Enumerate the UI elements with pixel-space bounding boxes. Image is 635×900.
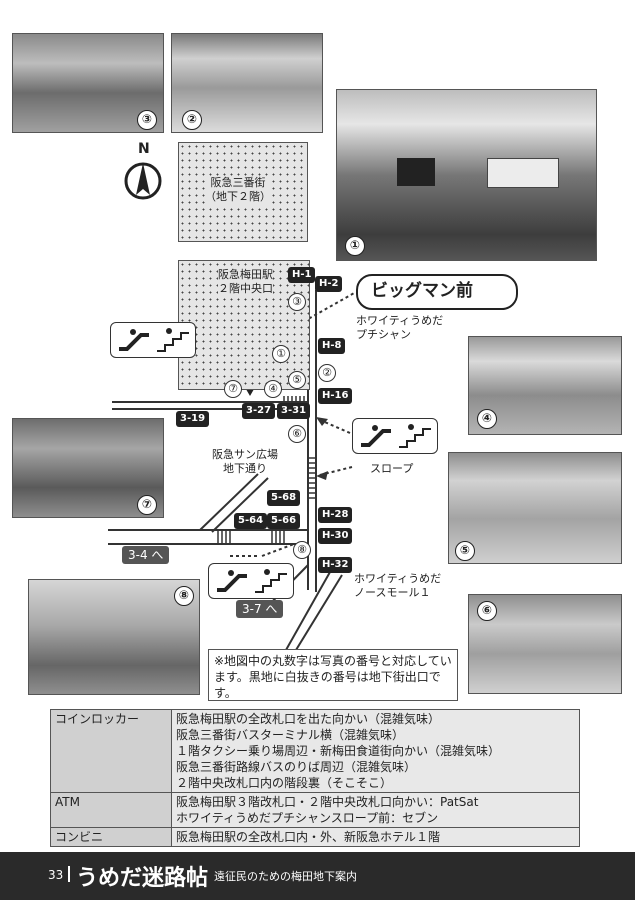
whity-north-label: ホワイティうめだ ノースモール１ bbox=[354, 572, 442, 599]
map-note: ※地図中の丸数字は写真の番号と対応しています。黒地に白抜きの番号は地下街出口です… bbox=[208, 649, 458, 701]
exit-label: H-16 bbox=[318, 388, 353, 404]
table-key: ATM bbox=[50, 792, 172, 828]
footer-subtitle: 遠征民のための梅田地下案内 bbox=[214, 870, 357, 883]
page-footer: 33 うめだ迷路帖 遠征民のための梅田地下案内 bbox=[0, 852, 635, 900]
exit-label: 5-66 bbox=[267, 513, 301, 529]
photo-4: ④ bbox=[468, 336, 622, 435]
hankyu-sanbangai-label: 阪急三番街 （地下２階） bbox=[205, 176, 271, 204]
exit-label: 3-19 bbox=[176, 411, 210, 427]
map-circle-number: ④ bbox=[264, 380, 282, 398]
table-line: 阪急梅田駅３階改札口・２階中央改札口向かい：PatSat bbox=[176, 795, 479, 809]
exit-label: H-2 bbox=[315, 276, 343, 292]
whity-petit-label: ホワイティうめだ プチシャン bbox=[356, 314, 444, 341]
map-circle-number: ⑦ bbox=[224, 380, 242, 398]
exit-label: H-32 bbox=[318, 557, 353, 573]
exit-label: H-8 bbox=[318, 338, 346, 354]
escalator-stairs-icon bbox=[110, 322, 196, 358]
photo-number: ⑦ bbox=[137, 495, 157, 515]
table-line: 阪急三番街バスターミナル横（混雑気味） bbox=[176, 728, 405, 742]
photo-7: ⑦ bbox=[12, 418, 164, 518]
photo-8: ⑧ bbox=[28, 579, 200, 695]
photo-2: ② bbox=[171, 33, 323, 133]
footer-title: うめだ迷路帖 bbox=[76, 866, 209, 891]
map-circle-number: ⑧ bbox=[293, 541, 311, 559]
exit-label: 5-64 bbox=[234, 513, 268, 529]
table-row: コンビニ 阪急梅田駅の全改札口内・外、新阪急ホテル１階 bbox=[50, 827, 580, 847]
exit-label: 3-31 bbox=[277, 403, 311, 419]
exit-label: H-30 bbox=[318, 528, 353, 544]
info-table: コインロッカー 阪急梅田駅の全改札口を出た向かい（混雑気味） 阪急三番街バスター… bbox=[50, 709, 580, 847]
footer-divider bbox=[68, 866, 70, 882]
map-circle-number: ⑤ bbox=[288, 371, 306, 389]
photo-number: ⑧ bbox=[174, 586, 194, 606]
escalator-stairs-icon bbox=[208, 563, 294, 599]
slope-label: スロープ bbox=[370, 462, 414, 475]
photo-1: ① bbox=[336, 89, 597, 261]
bigman-callout bbox=[356, 274, 518, 310]
table-line: 阪急梅田駅の全改札口内・外、新阪急ホテル１階 bbox=[176, 830, 441, 844]
escalator-stairs-icon bbox=[352, 418, 438, 454]
photo-number: ① bbox=[345, 236, 365, 256]
map-note-text: ※地図中の丸数字は写真の番号と対応しています。黒地に白抜きの番号は地下街出口です… bbox=[214, 654, 452, 700]
direction-tag-3-7: 3-7 へ bbox=[236, 600, 284, 618]
map-circle-number: ⑥ bbox=[288, 425, 306, 443]
map-circle-number: ① bbox=[272, 345, 290, 363]
table-line: 阪急三番街路線バスのりば周辺（混雑気味） bbox=[176, 760, 417, 774]
page-number: 33 bbox=[48, 868, 64, 882]
direction-tag-3-4: 3-4 へ bbox=[122, 546, 170, 564]
photo-number: ③ bbox=[137, 110, 157, 130]
map-circle-number: ② bbox=[318, 364, 336, 382]
table-line: 阪急梅田駅の全改札口を出た向かい（混雑気味） bbox=[176, 712, 441, 726]
table-row: コインロッカー 阪急梅田駅の全改札口を出た向かい（混雑気味） 阪急三番街バスター… bbox=[50, 709, 580, 793]
exit-label: H-1 bbox=[288, 267, 316, 283]
station-label: 阪急梅田駅 ２階中央口 bbox=[218, 268, 273, 296]
photo-3: ③ bbox=[12, 33, 164, 133]
photo-number: ② bbox=[182, 110, 202, 130]
table-value: 阪急梅田駅３階改札口・２階中央改札口向かい：PatSat ホワイティうめだプチシ… bbox=[171, 792, 580, 828]
table-line: ２階中央改札口内の階段裏（そこそこ） bbox=[176, 776, 393, 790]
photo-5: ⑤ bbox=[448, 452, 622, 564]
sun-hiroba-label: 阪急サン広場 地下通り bbox=[212, 448, 278, 475]
exit-label: 5-68 bbox=[267, 490, 301, 506]
table-value: 阪急梅田駅の全改札口を出た向かい（混雑気味） 阪急三番街バスターミナル横（混雑気… bbox=[171, 709, 580, 793]
photo-number: ④ bbox=[477, 409, 497, 429]
bigman-label: ビッグマン前 bbox=[371, 281, 473, 301]
photo-6: ⑥ bbox=[468, 594, 622, 694]
map-circle-number: ③ bbox=[288, 293, 306, 311]
photo-number: ⑤ bbox=[455, 541, 475, 561]
exit-label: H-28 bbox=[318, 507, 353, 523]
table-key: コインロッカー bbox=[50, 709, 172, 793]
photo-number: ⑥ bbox=[477, 601, 497, 621]
table-row: ATM 阪急梅田駅３階改札口・２階中央改札口向かい：PatSat ホワイティうめ… bbox=[50, 792, 580, 828]
compass-label: N bbox=[138, 141, 150, 157]
table-key: コンビニ bbox=[50, 827, 172, 847]
table-value: 阪急梅田駅の全改札口内・外、新阪急ホテル１階 bbox=[171, 827, 580, 847]
table-line: ホワイティうめだプチシャンスロープ前：セブン bbox=[176, 811, 439, 825]
exit-label: 3-27 bbox=[242, 403, 276, 419]
table-line: １階タクシー乗り場周辺・新梅田食道街向かい（混雑気味） bbox=[176, 744, 501, 758]
